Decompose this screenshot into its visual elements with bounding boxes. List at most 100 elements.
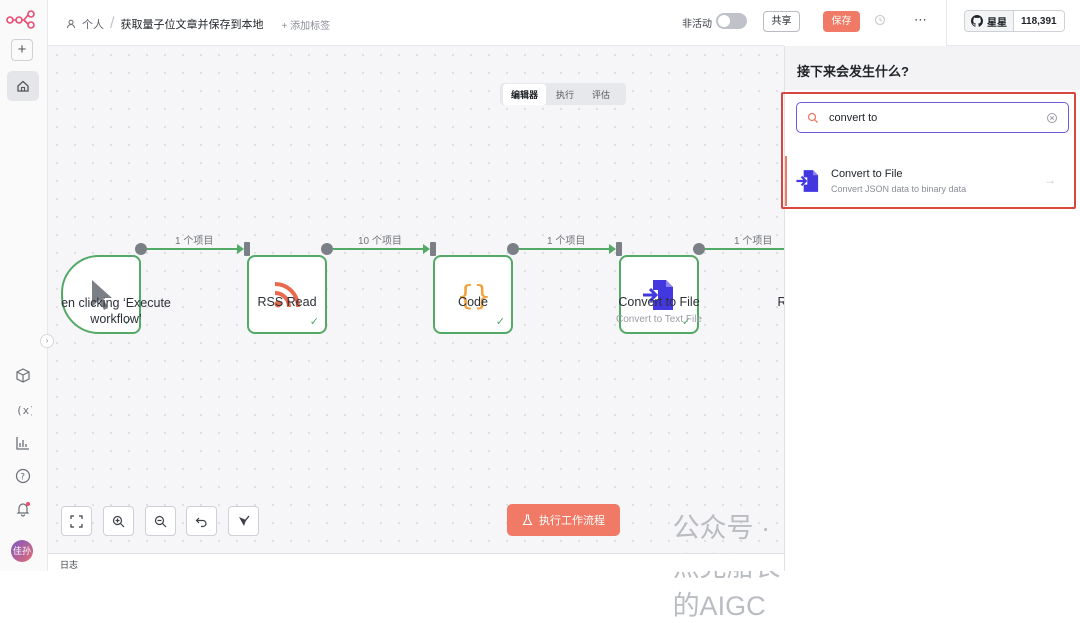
edge-item-count: 1 个项目 <box>175 236 214 247</box>
breadcrumb: 个人 / 获取量子位文章并保存到本地 + 添加标签 <box>66 15 330 33</box>
tidy-up-button[interactable] <box>228 506 259 536</box>
execute-workflow-button[interactable]: 执行工作流程 <box>507 504 620 536</box>
n8n-logo-icon[interactable] <box>6 9 36 29</box>
toggle-knob <box>718 15 730 27</box>
notification-bell-icon[interactable] <box>14 500 32 518</box>
connection-line[interactable] <box>147 248 242 250</box>
undo-button[interactable] <box>186 506 217 536</box>
node-title: Code <box>458 295 488 309</box>
connection-line[interactable] <box>519 248 614 250</box>
zoom-in-icon <box>112 515 125 527</box>
search-result-convert-to-file[interactable]: Convert to File Convert JSON data to bin… <box>785 156 1074 206</box>
convert-file-icon <box>643 279 673 310</box>
active-status-label: 非活动 <box>682 19 712 30</box>
node-manual-trigger[interactable]: ✓ <box>61 255 141 334</box>
highlight-box <box>781 92 1076 209</box>
clear-search-icon[interactable] <box>1046 112 1058 124</box>
add-tag-link[interactable]: + 添加标签 <box>281 20 331 32</box>
output-port[interactable] <box>135 243 147 255</box>
workflow-title[interactable]: 获取量子位文章并保存到本地 <box>120 19 264 31</box>
history-icon[interactable] <box>874 14 886 26</box>
search-icon <box>807 112 818 123</box>
view-tabs: 编辑器 执行 评估 <box>500 83 626 105</box>
zoom-in-button[interactable] <box>103 506 134 536</box>
breadcrumb-owner[interactable]: 个人 <box>82 19 104 31</box>
edge-item-count: 10 个项目 <box>358 236 402 247</box>
left-sidebar: + (x) ? 佳孙 <box>0 0 48 571</box>
result-text: Convert to File Convert JSON data to bin… <box>831 168 966 194</box>
node-icon-wrap <box>249 257 325 332</box>
result-name: Convert to File <box>831 168 903 180</box>
github-star-label-box: 星星 <box>965 11 1014 31</box>
variables-icon[interactable]: (x) <box>14 401 32 419</box>
active-toggle[interactable] <box>716 13 747 29</box>
workflow-canvas[interactable]: › 编辑器 执行 评估 ✓ 1 个项目 ✓ 10 个项目 <box>40 46 787 621</box>
code-braces-icon: {} <box>457 279 490 312</box>
share-button[interactable]: 共享 <box>763 11 800 32</box>
log-bar[interactable]: 日志 <box>48 553 784 571</box>
help-icon[interactable]: ? <box>14 467 32 485</box>
node-icon-wrap <box>621 257 697 332</box>
github-icon <box>971 15 983 27</box>
connection-arrow <box>609 244 616 254</box>
edge-item-count: 1 个项目 <box>734 236 773 247</box>
node-code[interactable]: {} ✓ <box>433 255 513 334</box>
add-button[interactable]: + <box>11 39 33 61</box>
github-star-button[interactable]: 星星 118,391 <box>964 10 1065 32</box>
success-check-icon: ✓ <box>495 316 505 328</box>
zoom-out-icon <box>154 515 167 527</box>
output-port[interactable] <box>321 243 333 255</box>
node-rss-read[interactable]: ✓ <box>247 255 327 334</box>
fit-view-button[interactable] <box>61 506 92 536</box>
fit-view-icon <box>70 514 83 528</box>
panel-heading: 接下来会发生什么? <box>785 46 1080 90</box>
node-title-line: workflow’ <box>90 312 142 326</box>
node-title: Convert to File <box>618 295 700 309</box>
search-value: convert to <box>829 111 878 124</box>
node-creator-panel: 接下来会发生什么? convert to Convert to File Con… <box>781 46 1080 571</box>
expand-sidebar-handle[interactable]: › <box>40 334 54 348</box>
github-star-label: 星星 <box>987 17 1007 29</box>
zoom-out-button[interactable] <box>145 506 176 536</box>
node-title: en clicking ‘Execute workflow’ <box>46 295 186 327</box>
tab-executions[interactable]: 执行 <box>556 89 575 100</box>
input-port[interactable] <box>430 242 436 256</box>
avatar[interactable]: 佳孙 <box>11 540 33 562</box>
undo-icon <box>195 517 207 527</box>
node-convert-to-file[interactable]: ✓ <box>619 255 699 334</box>
input-port[interactable] <box>244 242 250 256</box>
save-button[interactable]: 保存 <box>823 11 860 32</box>
connection-arrow <box>237 244 244 254</box>
breadcrumb-separator: / <box>110 15 115 32</box>
arrow-right-icon: → <box>1044 173 1056 187</box>
home-button[interactable] <box>7 71 39 101</box>
log-label: 日志 <box>60 560 79 570</box>
output-port[interactable] <box>693 243 705 255</box>
workflow-header: 个人 / 获取量子位文章并保存到本地 + 添加标签 非活动 共享 保存 ⋯ <box>48 0 927 46</box>
connection-arrow <box>423 244 430 254</box>
cube-icon[interactable] <box>14 367 32 385</box>
github-star-count: 118,391 <box>1014 11 1064 31</box>
tab-editor[interactable]: 编辑器 <box>503 83 547 105</box>
success-check-icon: ✓ <box>123 316 133 328</box>
execute-workflow-label: 执行工作流程 <box>539 515 605 527</box>
broom-icon <box>238 515 250 526</box>
github-stars-area: 星星 118,391 <box>946 0 1080 46</box>
node-search-input[interactable]: convert to <box>796 102 1069 133</box>
more-options-button[interactable]: ⋯ <box>914 12 928 27</box>
connection-line[interactable] <box>705 248 787 250</box>
tab-evaluations[interactable]: 评估 <box>592 89 611 100</box>
insights-chart-icon[interactable] <box>14 434 32 452</box>
connection-line[interactable] <box>333 248 428 250</box>
input-port[interactable] <box>616 242 622 256</box>
success-check-icon: ✓ <box>309 316 319 328</box>
svg-text:?: ? <box>20 473 25 483</box>
rss-icon <box>274 281 300 307</box>
home-icon <box>17 80 29 92</box>
node-title: RSS Read <box>257 295 317 309</box>
convert-file-icon <box>796 170 819 192</box>
svg-text:{}: {} <box>457 279 490 312</box>
output-port[interactable] <box>507 243 519 255</box>
node-title-line: en clicking ‘Execute <box>61 296 171 310</box>
cursor-icon <box>92 279 112 310</box>
